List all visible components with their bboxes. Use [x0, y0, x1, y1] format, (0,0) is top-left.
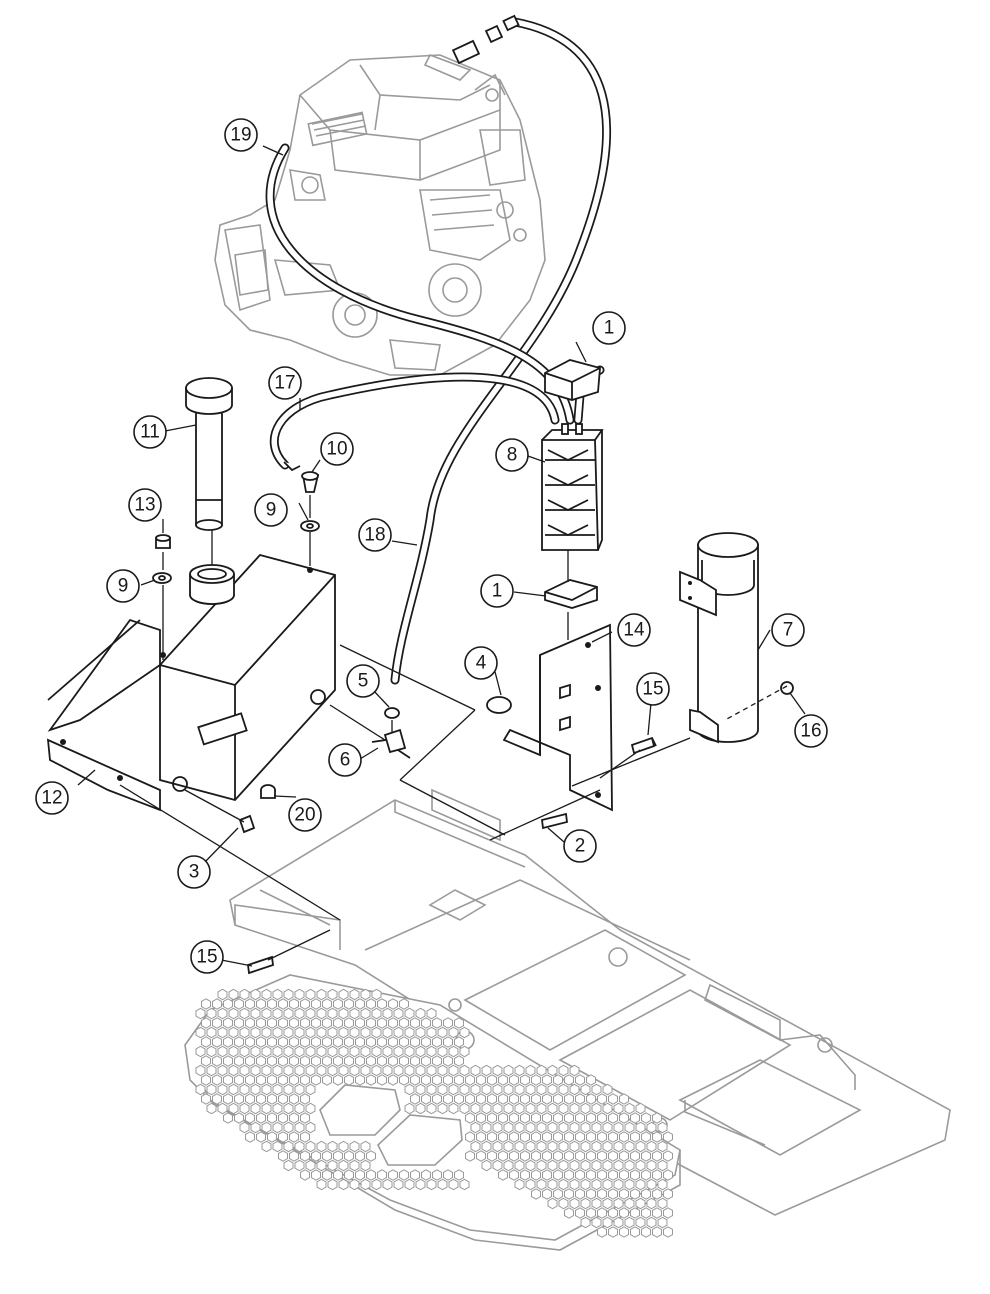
charcoal-canister: [541, 423, 604, 551]
svg-text:13: 13: [134, 495, 155, 516]
fasteners: [152, 461, 794, 975]
svg-text:9: 9: [266, 500, 277, 521]
svg-text:3: 3: [189, 862, 200, 883]
fuel-tank: [46, 553, 336, 812]
svg-text:7: 7: [783, 620, 794, 641]
svg-text:15: 15: [642, 679, 663, 700]
callout-15-right: 15: [636, 672, 670, 706]
callout-15-left: 15: [190, 940, 224, 974]
filler-cap: [185, 377, 233, 531]
callout-17: 17: [268, 366, 302, 400]
callout-11: 11: [133, 415, 167, 449]
svg-text:1: 1: [492, 581, 503, 602]
svg-text:9: 9: [118, 576, 129, 597]
floor-pan-assembly: [184, 788, 951, 1251]
vertical-canister: [679, 532, 759, 744]
svg-text:4: 4: [476, 653, 487, 674]
callout-14: 14: [617, 613, 651, 647]
svg-text:2: 2: [575, 836, 586, 857]
platform-hex-grating: [195, 988, 673, 1238]
svg-text:5: 5: [358, 671, 369, 692]
svg-text:14: 14: [623, 620, 645, 641]
canister-bracket-bottom: [544, 579, 598, 609]
callout-9-right: 9: [254, 493, 288, 527]
canister-bracket-top: [544, 359, 601, 401]
svg-text:1: 1: [604, 318, 615, 339]
callout-16: 16: [794, 714, 828, 748]
callout-6: 6: [328, 743, 362, 777]
callout-1-lower: 1: [480, 574, 514, 608]
mounting-bracket: [502, 623, 613, 812]
svg-text:11: 11: [140, 422, 160, 443]
callout-2: 2: [563, 829, 597, 863]
callout-12: 12: [35, 781, 69, 815]
callout-8: 8: [495, 438, 529, 472]
svg-text:20: 20: [294, 805, 315, 826]
svg-text:17: 17: [274, 373, 295, 394]
callout-5: 5: [346, 664, 380, 698]
svg-text:16: 16: [800, 721, 821, 742]
callout-9-left: 9: [106, 569, 140, 603]
callout-13: 13: [128, 488, 162, 522]
svg-text:15: 15: [196, 947, 217, 968]
svg-text:19: 19: [230, 125, 251, 146]
svg-text:18: 18: [364, 525, 385, 546]
svg-text:12: 12: [41, 788, 62, 809]
callout-3: 3: [177, 855, 211, 889]
callout-18: 18: [358, 518, 392, 552]
svg-text:6: 6: [340, 750, 351, 771]
engine-assembly: [214, 53, 546, 376]
callout-10: 10: [320, 432, 354, 466]
callout-20: 20: [288, 798, 322, 832]
callouts: 1 1 2 3 4 5 6 7 8 9 9 10 11 12 13 14 15 …: [35, 118, 828, 974]
callout-19: 19: [224, 118, 258, 152]
svg-text:8: 8: [507, 445, 518, 466]
callout-7: 7: [771, 613, 805, 647]
leader-lines: [77, 145, 806, 967]
callout-1-upper: 1: [592, 311, 626, 345]
svg-text:10: 10: [326, 439, 347, 460]
callout-4: 4: [464, 646, 498, 680]
